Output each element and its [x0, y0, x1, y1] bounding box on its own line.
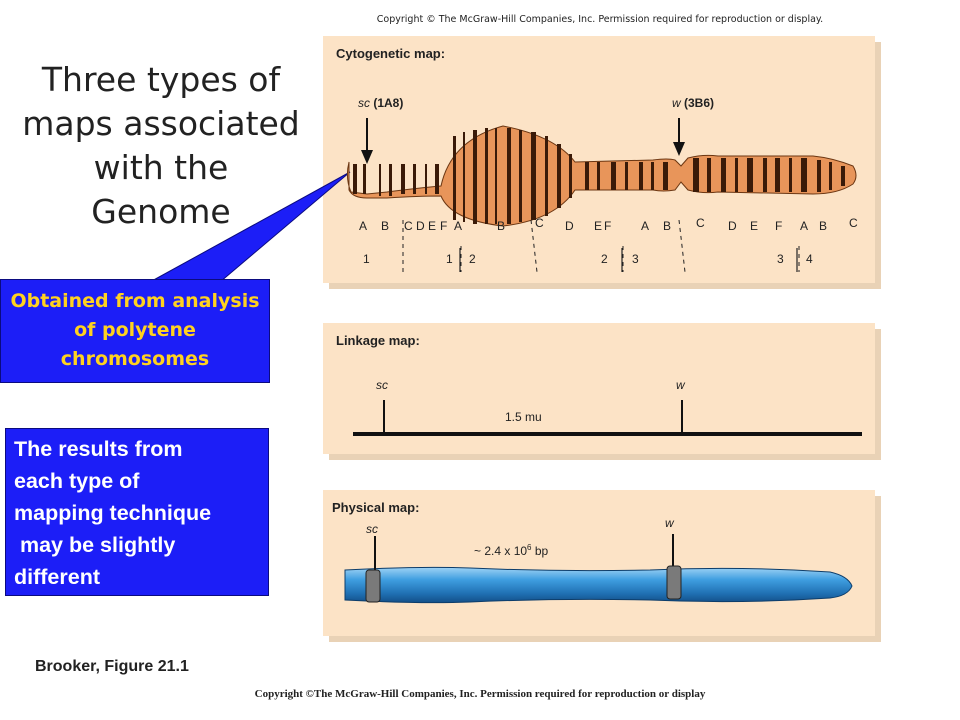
callout-line-3: chromosomes — [60, 348, 210, 370]
band-letter: B — [381, 219, 390, 233]
band-letter: A — [359, 219, 368, 233]
band-letter: F — [440, 219, 448, 233]
slide-title-line-3: with the Genome — [91, 148, 231, 231]
band-letter: E — [750, 219, 759, 233]
results-line-4: may be slightly — [14, 533, 176, 557]
sc-arrowhead — [361, 150, 373, 164]
results-line-5: different — [14, 565, 100, 589]
cyto-gene-w-label: w (3B6) — [672, 96, 714, 110]
linkage-label: Linkage map: — [336, 333, 420, 348]
figure-citation: Brooker, Figure 21.1 — [35, 658, 189, 675]
band-letter: D — [565, 219, 574, 233]
cyto-gene-w-name: w — [672, 96, 681, 110]
band-letter: B — [663, 219, 672, 233]
w-marker — [666, 565, 682, 600]
physical-panel — [323, 490, 875, 636]
slide-title: Three types of maps associated with the … — [20, 58, 302, 234]
region-number: 1 — [446, 252, 453, 266]
copyright-top: Copyright © The McGraw-Hill Companies, I… — [376, 14, 824, 25]
band-letter: E — [428, 219, 437, 233]
results-line-3: mapping technique — [14, 501, 212, 525]
band-letter: F — [604, 219, 612, 233]
region-number: 3 — [632, 252, 639, 266]
cyto-gene-sc-position: (1A8) — [370, 96, 404, 110]
cyto-gene-sc-name: sc — [358, 96, 370, 110]
results-text: The results from each type of mapping tech… — [14, 433, 266, 593]
physical-distance-prefix: ~ 2.4 x 10 — [474, 544, 528, 558]
results-line-1: The results from — [14, 437, 183, 461]
linkage-gene-sc: sc — [376, 378, 388, 392]
region-separators — [402, 219, 800, 273]
linkage-distance: 1.5 mu — [505, 410, 542, 424]
polytene-chromosome — [346, 118, 857, 273]
band-letter: A — [641, 219, 650, 233]
slide-title-line-1: Three types of — [41, 60, 281, 99]
physical-gene-sc: sc — [366, 522, 378, 536]
cytogenetic-label: Cytogenetic map: — [336, 46, 446, 61]
band-letter: A — [800, 219, 809, 233]
cyto-gene-w-position: (3B6) — [680, 96, 715, 110]
band-letter: D — [416, 219, 425, 233]
band-letter: E — [594, 219, 603, 233]
physical-distance-exponent: 6 — [527, 543, 532, 552]
cyto-gene-sc-label: sc (1A8) — [358, 96, 403, 110]
band-letter: F — [775, 219, 783, 233]
band-letter: C — [404, 219, 413, 233]
sc-marker — [365, 569, 381, 603]
band-letter: C — [696, 216, 705, 230]
band-letter: B — [819, 219, 828, 233]
chromosome-bands — [353, 128, 845, 224]
results-box — [5, 428, 269, 596]
results-line-2: each type of — [14, 469, 140, 493]
physical-distance-unit: bp — [531, 544, 549, 558]
region-number: 3 — [777, 252, 784, 266]
callout-box — [0, 279, 270, 383]
region-number: 1 — [363, 252, 370, 266]
w-arrowhead — [673, 142, 685, 156]
linkage-gene-w: w — [676, 378, 685, 392]
copyright-bottom: Copyright ©The McGraw-Hill Companies, In… — [254, 688, 706, 700]
slide-title-line-2: maps associated — [22, 104, 300, 143]
band-letter: B — [497, 219, 506, 233]
physical-label: Physical map: — [332, 500, 420, 515]
callout-text: Obtained from analysis of polytene chrom… — [0, 287, 270, 374]
band-letter: C — [849, 216, 858, 230]
band-letter: A — [454, 219, 463, 233]
band-letter: C — [535, 216, 544, 230]
callout-line-1: Obtained from analysis — [10, 290, 260, 312]
callout-line-2: of polytene — [74, 319, 196, 341]
dna-strand — [344, 566, 853, 604]
band-letter: D — [728, 219, 737, 233]
region-number: 4 — [806, 252, 813, 266]
physical-distance: ~ 2.4 x 106 bp — [474, 543, 548, 558]
physical-gene-w: w — [665, 516, 674, 530]
region-number: 2 — [469, 252, 476, 266]
region-number: 2 — [601, 252, 608, 266]
